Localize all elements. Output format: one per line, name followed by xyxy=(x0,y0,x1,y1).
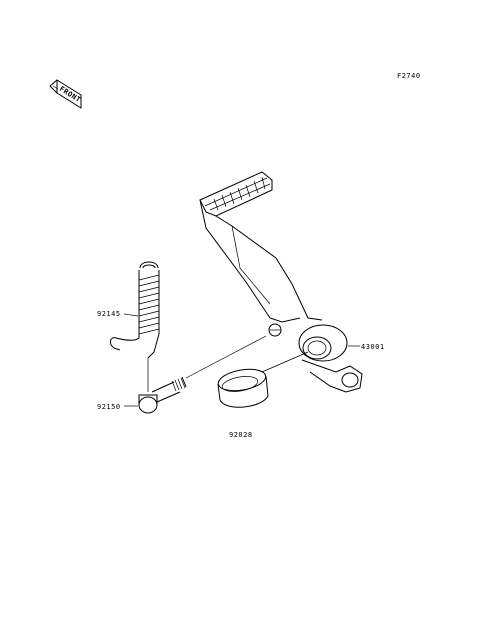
brake-pedal xyxy=(199,171,363,393)
figure-code: F2740 xyxy=(397,72,421,80)
part-number-92028: 92028 xyxy=(229,431,253,439)
front-marker-icon: FRONT xyxy=(49,79,82,109)
spring xyxy=(109,261,160,359)
bolt xyxy=(138,376,187,414)
leader-92145 xyxy=(123,313,139,317)
part-number-92145: 92145 xyxy=(97,310,121,318)
part-number-92150: 92150 xyxy=(97,403,121,411)
assembly-line-bolt xyxy=(185,335,267,379)
assembly-line-bushing xyxy=(261,351,309,373)
part-number-43001: 43001 xyxy=(361,343,385,351)
bushing xyxy=(217,368,269,408)
